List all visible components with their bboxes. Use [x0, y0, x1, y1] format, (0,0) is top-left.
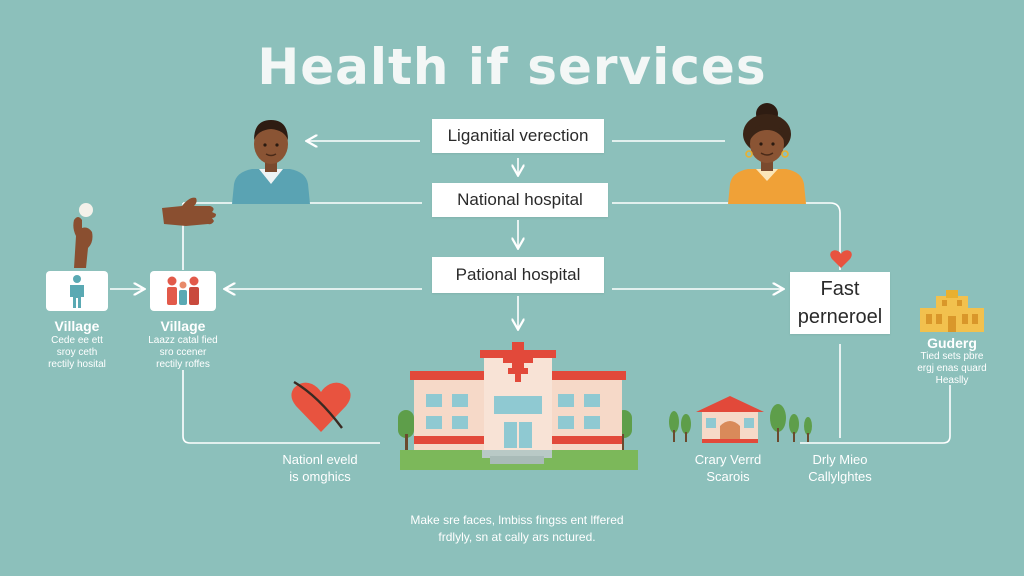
broken-heart-icon [291, 380, 351, 432]
guderg-line2: ergj enas quard [917, 363, 987, 374]
hospital-icon [398, 342, 638, 470]
guderg-desc: Tied sets pbre ergj enas quard Heaslly [900, 351, 1004, 387]
village2-desc: Laazz catal fied sro ccener rectily roff… [134, 335, 232, 371]
village2-line1: Laazz catal fied [148, 335, 218, 346]
line-bottom-left [182, 370, 380, 444]
building-icon [920, 290, 984, 332]
village1-line1: Cede ee ett [51, 335, 103, 346]
node-top-label: Liganitial verection [447, 126, 589, 145]
village1-line3: rectily hosital [48, 359, 106, 370]
man-avatar [232, 120, 310, 204]
family-icon [167, 276, 199, 305]
hand-icon [162, 197, 216, 226]
village1-card [46, 271, 108, 311]
caption-national-line2: is omghics [289, 469, 351, 484]
line-national-right [612, 202, 841, 270]
clinic-icon [669, 396, 812, 443]
caption-national: Nationl eveld is omghics [262, 451, 378, 485]
caption-crary-line1: Crary Verrd [694, 452, 762, 467]
caption-national-line1: Nationl eveld [282, 452, 358, 467]
node-national-hospital: National hospital [432, 183, 608, 217]
woman-avatar [728, 103, 806, 204]
node-national-label: National hospital [457, 190, 583, 209]
village2-line3: rectily roffes [156, 359, 210, 370]
node-top: Liganitial verection [432, 119, 604, 153]
footnote: Make sre faces, lmbiss fingss ent lffere… [352, 512, 682, 546]
guderg-title: Guderg [927, 335, 977, 351]
caption-drly-line1: Drly Mieo [812, 452, 868, 467]
node-fast-line1: Fast [820, 278, 860, 300]
caption-crary: Crary Verrd Scarois [676, 451, 780, 485]
village1-desc: Cede ee ett sroy ceth rectily hosital [30, 335, 124, 371]
footnote-line2: frdlyly, sn at cally ars nctured. [438, 530, 596, 544]
village2-line2: sro ccener [159, 347, 207, 358]
village1-title: Village [54, 318, 100, 334]
heart-icon [830, 250, 852, 268]
node-fast-line2: perneroel [797, 306, 883, 328]
village2-title: Village [160, 318, 206, 334]
node-pational-hospital: Pational hospital [432, 257, 604, 293]
page-title: Health if services [257, 38, 767, 96]
footnote-line1: Make sre faces, lmbiss fingss ent lffere… [410, 513, 624, 527]
guderg-line3: Heaslly [935, 375, 969, 386]
village1-line2: sroy ceth [56, 347, 98, 358]
caption-crary-line2: Scarois [706, 469, 750, 484]
node-pational-label: Pational hospital [455, 265, 581, 284]
hand-holding-pill-icon [73, 203, 93, 268]
person-icon [70, 275, 84, 308]
caption-drly: Drly Mieo Callylghtes [792, 451, 888, 485]
tree-icon [669, 404, 812, 442]
village2-card [150, 271, 216, 311]
line-bottom-right [800, 385, 951, 444]
node-fast: Fast perneroel [790, 272, 890, 334]
caption-drly-line2: Callylghtes [808, 469, 872, 484]
guderg-line1: Tied sets pbre [920, 351, 984, 362]
